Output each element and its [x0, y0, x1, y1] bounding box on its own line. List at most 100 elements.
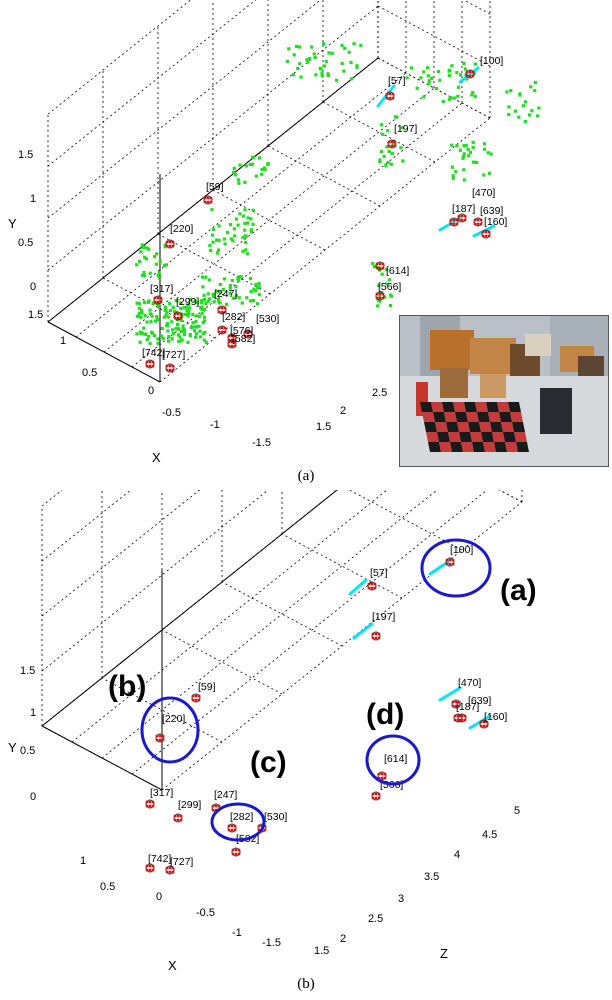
- chart-b-feature-dot-1-5: [373, 586, 377, 590]
- chart-b-feature-dot-11-3: [145, 804, 149, 808]
- chart-a-feature-dot-0-4: [468, 74, 472, 78]
- chart-a-map-point-398: [232, 166, 236, 171]
- chart-b-feature-dot-9-4: [380, 776, 384, 780]
- checker-square-26: [512, 422, 525, 432]
- chart-a-map-point-187: [245, 296, 249, 300]
- chart-a-map-point-294: [470, 93, 474, 97]
- chart-a-feature-dot-2-2: [393, 140, 397, 144]
- chart-a-map-point-291: [456, 94, 460, 98]
- chart-a-map-point-330: [462, 168, 466, 172]
- chart-a-map-point-293: [405, 76, 409, 80]
- chart-b-tick-14: 3.5: [424, 871, 439, 883]
- chart-a-map-point-11: [137, 311, 141, 315]
- chart-a-map-point-343: [533, 89, 537, 93]
- chart-a-feature-ring-18: [145, 359, 155, 369]
- chart-a-map-point-249: [327, 51, 331, 55]
- chart-a-feature-ring-14: [217, 325, 227, 335]
- checker-square-21: [457, 422, 470, 432]
- chart-a-feature-dot-18-5: [151, 364, 155, 368]
- chart-b-feature-dot-6-2: [463, 714, 467, 718]
- chart-b-feature-dot-3-5: [197, 698, 201, 702]
- chart-a-feature-dot-4-4: [168, 244, 172, 248]
- figure-panel-a: [100][57][197][59][220][470][187][639][1…: [0, 0, 612, 490]
- chart-a-map-point-97: [148, 308, 152, 312]
- callout-a: (a): [500, 574, 537, 607]
- chart-a-y-axis-label: Y: [8, 216, 17, 231]
- panel-a-caption: (a): [297, 468, 315, 484]
- chart-a-feature-label-15: [530]: [256, 313, 279, 325]
- chart-a-feature-dot-7-5: [479, 222, 483, 226]
- chart-a-map-point-373: [388, 303, 393, 308]
- chart-a-feature-dot-14-2: [223, 326, 227, 330]
- chart-b-gridline-8: [281, 533, 403, 599]
- chart-b-z-axis-label: Z: [440, 946, 448, 961]
- chart-a-map-point-195: [209, 248, 213, 253]
- chart-b-feature-ring-16: [231, 847, 241, 857]
- chart-a-map-point-360: [400, 126, 404, 130]
- chart-a-map-point-152: [211, 292, 215, 296]
- chart-a-feature-dot-5-0: [457, 214, 461, 218]
- chart-b-feature-dot-17-4: [148, 868, 152, 872]
- chart-a-feature-ring-19: [165, 363, 175, 373]
- chart-b-grid: [41, 490, 523, 791]
- chart-a-feature-11: [317]: [150, 283, 173, 305]
- chart-a-map-point-390: [250, 162, 254, 166]
- chart-a-map-point-56: [193, 335, 198, 339]
- chart-a-map-point-57: [164, 313, 168, 317]
- chart-a-feature-dot-5-2: [463, 214, 467, 218]
- chart-a-map-point-64: [155, 301, 159, 305]
- chart-a-map-point-232: [312, 52, 316, 56]
- chart-a-feature-dot-6-5: [455, 222, 459, 226]
- chart-a-map-point-275: [465, 77, 469, 81]
- chart-b-trajectory-1: [348, 578, 368, 596]
- chart-b-trajectory-0: [428, 560, 450, 576]
- checker-square-34: [503, 432, 516, 442]
- chart-a-map-point-252: [291, 73, 295, 77]
- chart-a-map-point-288: [456, 85, 461, 89]
- chart-a-feature-label-6: [187]: [452, 203, 475, 215]
- chart-a-feature-7: [639]: [473, 205, 503, 227]
- chart-a-feature-dot-12-2: [179, 312, 183, 316]
- chart-a-map-point-109: [179, 329, 183, 334]
- chart-a-map-point-258: [298, 62, 302, 66]
- chart-a-map-point-303: [415, 86, 419, 90]
- chart-b-feature-label-1: [57]: [370, 567, 388, 579]
- chart-a-map-point-83: [171, 331, 175, 336]
- chart-a-map-point-412: [140, 273, 145, 277]
- chart-b-feature-dot-17-0: [145, 864, 149, 868]
- chart-b-gridline-14: [161, 501, 523, 791]
- chart-a-map-point-181: [251, 299, 256, 303]
- chart-a-map-point-103: [200, 307, 204, 311]
- chart-b-feature-label-11: [317]: [150, 787, 173, 799]
- chart-a-feature-17: [582]: [227, 333, 255, 349]
- checker-square-1: [431, 402, 444, 412]
- chart-a-feature-dot-1-0: [385, 92, 389, 96]
- chart-b-tick-10: 1.5: [314, 945, 329, 957]
- chart-a-tick-8: -0.5: [162, 407, 181, 419]
- chart-a-map-point-43: [194, 332, 199, 336]
- chart-b-svg: [100][57][197][59][220][470][639][187][1…: [8, 490, 537, 973]
- chart-b-feature-dot-4-4: [158, 738, 162, 742]
- chart-a-map-point-310: [489, 152, 493, 156]
- chart-b-feature-dot-7-2: [459, 714, 463, 718]
- chart-a-feature-dot-6-4: [452, 222, 456, 226]
- chart-a-map-point-146: [211, 294, 216, 298]
- scene-photo-drawing: [400, 316, 608, 466]
- chart-a-map-point-369: [382, 154, 386, 159]
- chart-a-map-point-216: [217, 238, 221, 242]
- chart-a-map-point-308: [451, 176, 455, 180]
- chart-a-feature-dot-9-3: [375, 266, 379, 270]
- chart-b-gridline-16: [131, 490, 488, 775]
- chart-a-feature-label-11: [317]: [150, 283, 173, 295]
- chart-a-feature-label-0: [100]: [480, 55, 503, 67]
- chart-a-gridline-25: [377, 57, 491, 119]
- chart-b-feature-dot-8-2: [485, 720, 489, 724]
- chart-a-map-point-52: [155, 315, 159, 319]
- chart-a-map-point-192: [246, 221, 250, 225]
- chart-b-feature-dot-18-0: [165, 866, 169, 870]
- chart-a-feature-dot-17-4: [230, 344, 234, 348]
- chart-a-map-point-403: [233, 173, 238, 177]
- chart-a-map-point-149: [228, 283, 232, 288]
- chart-a-svg: [100][57][197][59][220][470][187][639][1…: [8, 0, 541, 465]
- chart-a-map-point-206: [228, 223, 233, 227]
